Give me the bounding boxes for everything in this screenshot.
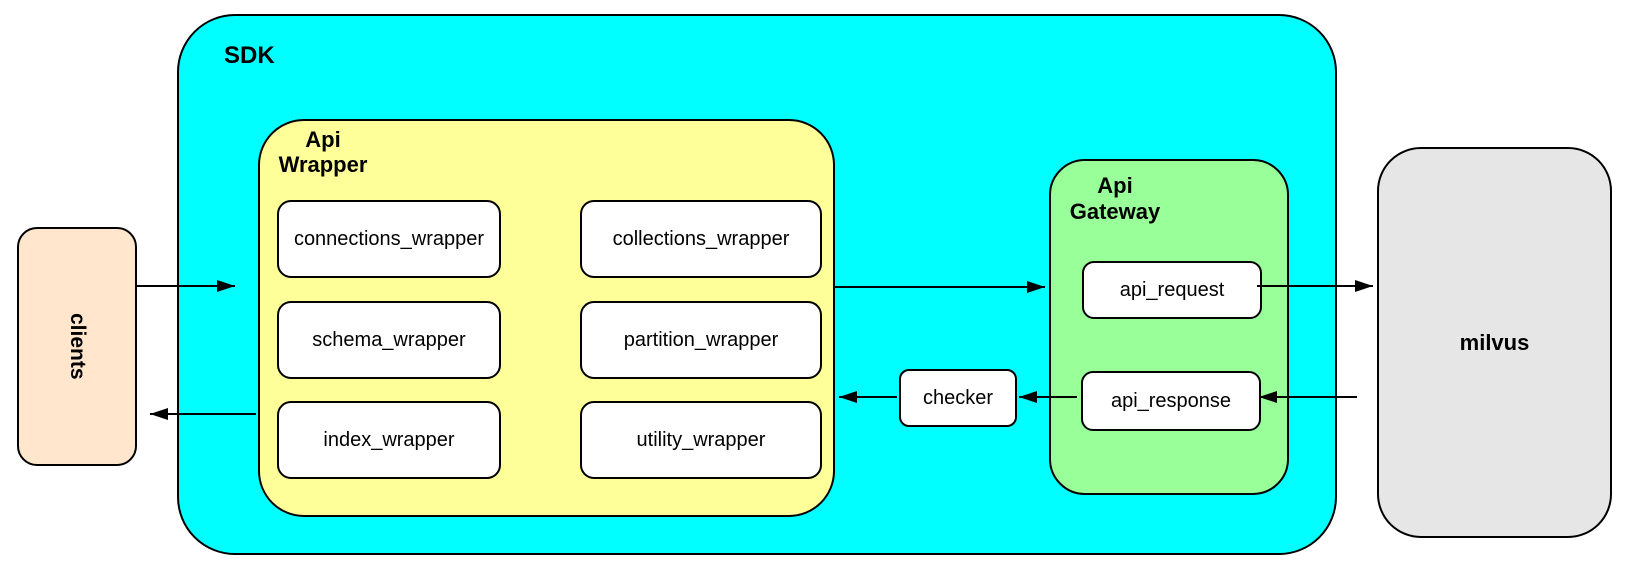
api-gateway-label-line1: Api	[1097, 173, 1133, 198]
api-gateway-container: Api Gateway api_request api_response	[1049, 159, 1289, 495]
module-schema-wrapper: schema_wrapper	[277, 301, 501, 379]
sdk-label: SDK	[224, 42, 275, 69]
api-wrapper-label: Api Wrapper	[268, 127, 378, 177]
module-partition-wrapper: partition_wrapper	[580, 301, 822, 379]
api-gateway-label-line2: Gateway	[1069, 199, 1161, 224]
api-wrapper-label-line2: Wrapper	[278, 152, 368, 177]
module-collections-wrapper: collections_wrapper	[580, 200, 822, 278]
api-wrapper-label-line1: Api	[305, 127, 341, 152]
api-request-box: api_request	[1082, 261, 1262, 319]
clients-box: clients	[17, 227, 137, 466]
module-index-wrapper: index_wrapper	[277, 401, 501, 479]
api-wrapper-container: Api Wrapper connections_wrapper collecti…	[258, 119, 835, 517]
milvus-box: milvus	[1377, 147, 1612, 538]
checker-box: checker	[899, 369, 1017, 427]
clients-label: clients	[66, 313, 89, 380]
sdk-container: SDK Api Wrapper connections_wrapper coll…	[177, 14, 1337, 555]
api-gateway-label: Api Gateway	[1059, 173, 1171, 225]
module-connections-wrapper: connections_wrapper	[277, 200, 501, 278]
api-response-box: api_response	[1081, 371, 1261, 431]
module-utility-wrapper: utility_wrapper	[580, 401, 822, 479]
